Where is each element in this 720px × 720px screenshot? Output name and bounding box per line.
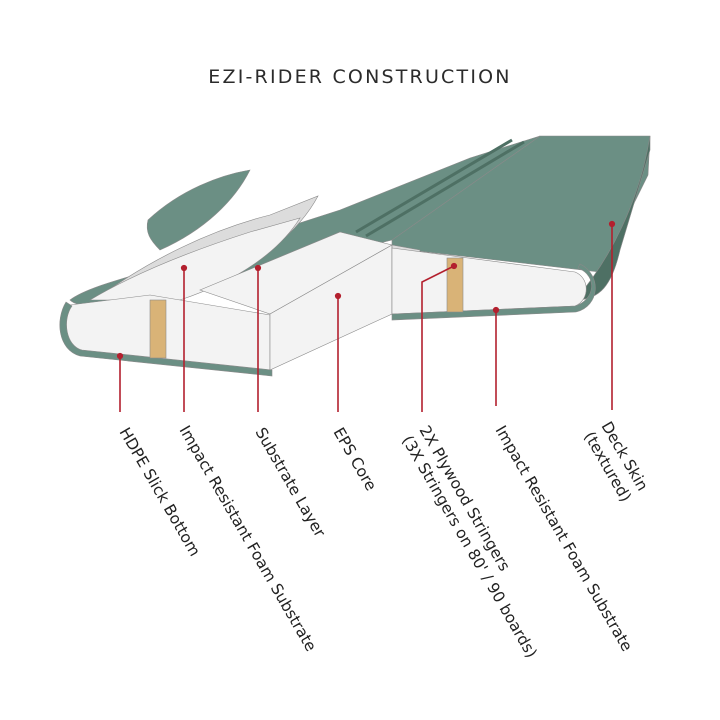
- leader-stringers: [421, 265, 455, 412]
- leader-stringers-dot: [450, 262, 458, 270]
- right-bottom-rim: [391, 263, 596, 321]
- leader-substrate-dot: [254, 264, 262, 272]
- left-bottom-rim: [59, 301, 273, 377]
- leader-lines: [116, 220, 616, 412]
- stringer-right: [446, 257, 464, 313]
- leader-foam-right-dot: [492, 306, 500, 314]
- leader-hdpe-dot: [116, 352, 124, 360]
- leader-deck-dot: [608, 220, 616, 228]
- deck-skin-flap: [146, 169, 251, 251]
- deck-groove-1: [355, 138, 513, 234]
- stringer-left: [149, 299, 167, 359]
- leader-foam-left-dot: [180, 264, 188, 272]
- leader-eps-dot: [334, 292, 342, 300]
- diagram-title: EZI-RIDER CONSTRUCTION: [208, 66, 512, 88]
- deck-groove-2: [365, 140, 525, 238]
